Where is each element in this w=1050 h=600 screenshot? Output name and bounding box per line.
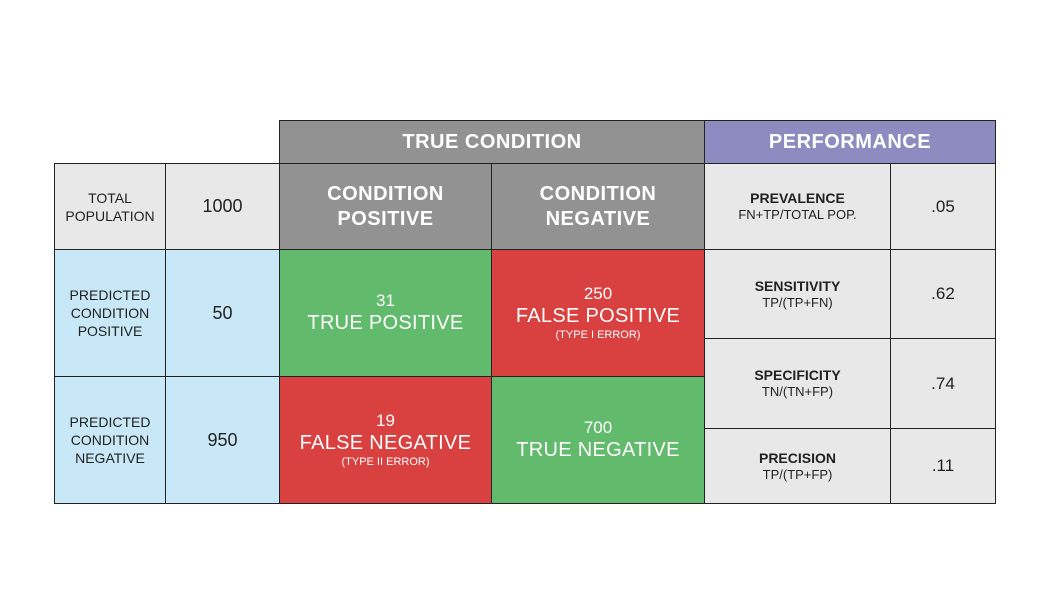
predicted-negative-value: 950	[165, 376, 280, 504]
sensitivity-metric: SENSITIVITY TP/(TP+FN)	[704, 249, 891, 339]
predicted-positive-label-text: PREDICTED CONDITION POSITIVE	[69, 287, 151, 339]
precision-formula: TP/(TP+FP)	[762, 466, 833, 482]
condition-negative-header: CONDITION NEGATIVE	[491, 163, 705, 250]
precision-name: PRECISION	[758, 449, 836, 466]
prevalence-formula: FN+TP/TOTAL POP.	[738, 207, 857, 222]
performance-header: PERFORMANCE	[704, 120, 996, 164]
true-negative-label: TRUE NEGATIVE	[516, 439, 680, 461]
predicted-negative-value-text: 950	[207, 429, 238, 450]
predicted-positive-value: 50	[165, 249, 280, 377]
condition-positive-header: CONDITION POSITIVE	[279, 163, 492, 250]
total-population-value-text: 1000	[202, 196, 243, 216]
sensitivity-name: SENSITIVITY	[754, 277, 841, 294]
prevalence-name: PREVALENCE	[750, 190, 845, 206]
false-negative-cell: 19 FALSE NEGATIVE (TYPE II ERROR)	[279, 376, 492, 504]
prevalence-value: .05	[890, 163, 996, 250]
total-population-label: TOTAL POPULATION	[54, 163, 166, 250]
type-one-error-note: (TYPE I ERROR)	[555, 329, 641, 341]
total-population-value: 1000	[165, 163, 280, 250]
true-condition-header: TRUE CONDITION	[279, 120, 705, 164]
true-positive-count: 31	[376, 291, 395, 310]
sensitivity-formula: TP/(TP+FN)	[762, 294, 833, 310]
true-negative-cell: 700 TRUE NEGATIVE	[491, 376, 705, 504]
true-positive-label: TRUE POSITIVE	[307, 312, 464, 334]
true-condition-header-text: TRUE CONDITION	[402, 130, 582, 153]
predicted-negative-label: PREDICTED CONDITION NEGATIVE	[54, 376, 166, 504]
false-negative-label: FALSE NEGATIVE	[299, 432, 472, 454]
precision-value: .11	[890, 428, 996, 504]
false-positive-label: FALSE POSITIVE	[515, 305, 681, 327]
condition-positive-header-text: CONDITION POSITIVE	[327, 182, 444, 230]
sensitivity-value-text: .62	[931, 284, 955, 303]
total-population-label-text: TOTAL POPULATION	[65, 189, 155, 224]
sensitivity-value: .62	[890, 249, 996, 339]
specificity-metric: SPECIFICITY TN/(TN+FP)	[704, 338, 891, 429]
false-positive-cell: 250 FALSE POSITIVE (TYPE I ERROR)	[491, 249, 705, 377]
false-negative-count: 19	[376, 411, 395, 430]
specificity-name: SPECIFICITY	[754, 367, 841, 383]
type-two-error-note: (TYPE II ERROR)	[341, 456, 430, 468]
prevalence-value-text: .05	[931, 196, 955, 216]
prevalence-metric: PREVALENCE FN+TP/TOTAL POP.	[704, 163, 891, 250]
specificity-value: .74	[890, 338, 996, 429]
condition-negative-header-text: CONDITION NEGATIVE	[539, 182, 657, 230]
precision-value-text: .11	[931, 456, 955, 475]
predicted-positive-label: PREDICTED CONDITION POSITIVE	[54, 249, 166, 377]
specificity-value-text: .74	[931, 373, 955, 393]
specificity-formula: TN/(TN+FP)	[761, 384, 834, 399]
predicted-negative-label-text: PREDICTED CONDITION NEGATIVE	[69, 414, 151, 466]
precision-metric: PRECISION TP/(TP+FP)	[704, 428, 891, 504]
false-positive-count: 250	[583, 284, 613, 303]
true-positive-cell: 31 TRUE POSITIVE	[279, 249, 492, 377]
performance-header-text: PERFORMANCE	[768, 130, 932, 153]
true-negative-count: 700	[583, 418, 613, 437]
predicted-positive-value-text: 50	[212, 302, 233, 323]
